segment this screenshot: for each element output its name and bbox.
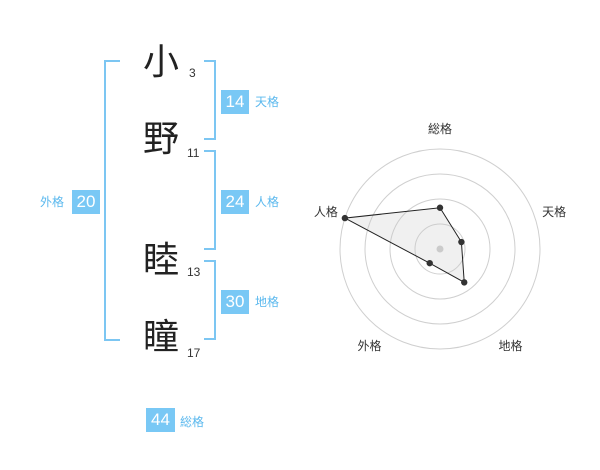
tenkaku-value-badge: 14 xyxy=(221,90,249,114)
chikaku-bracket xyxy=(204,260,216,340)
soukaku-label: 総格 xyxy=(180,415,205,429)
stroke-count-2: 11 xyxy=(187,146,200,160)
jinkaku-value-badge: 24 xyxy=(221,190,249,214)
radar-axis-label: 地格 xyxy=(499,338,523,353)
radar-ring xyxy=(414,223,466,275)
name-char-2: 野 xyxy=(143,119,180,160)
tenkaku-bracket xyxy=(204,60,216,140)
radar-point xyxy=(461,279,468,286)
radar-polygon xyxy=(343,207,465,284)
stroke-count-4: 17 xyxy=(187,346,201,360)
tenkaku-label: 天格 xyxy=(255,95,280,109)
stroke-count-1: 3 xyxy=(189,66,196,80)
jinkaku-bracket xyxy=(204,150,216,250)
gaikaku-bracket xyxy=(104,60,120,341)
name-char-1: 小 xyxy=(143,42,180,83)
radar-point xyxy=(458,238,465,246)
chikaku-value-badge: 30 xyxy=(221,290,249,314)
chikaku-label: 地格 xyxy=(255,295,280,309)
radar-axis-label: 天格 xyxy=(542,204,566,219)
radar-axis-label: 外格 xyxy=(357,338,381,353)
radar-ring xyxy=(364,173,516,325)
radar-point xyxy=(436,204,444,211)
radar-center-marker xyxy=(436,245,444,253)
gaikaku-value-badge: 20 xyxy=(72,190,100,214)
jinkaku-label: 人格 xyxy=(255,195,280,209)
soukaku-value-badge: 44 xyxy=(146,408,175,432)
name-char-3: 睦 xyxy=(143,240,180,281)
radar-ring xyxy=(339,148,541,350)
stroke-count-3: 13 xyxy=(187,265,201,279)
name-char-4: 瞳 xyxy=(143,317,180,358)
gaikaku-label: 外格 xyxy=(40,195,65,209)
radar-ring xyxy=(389,198,491,300)
radar-axis-label: 人格 xyxy=(314,204,338,219)
radar-point xyxy=(341,214,349,222)
radar-point xyxy=(426,259,433,267)
radar-axis-label: 総格 xyxy=(428,121,452,136)
